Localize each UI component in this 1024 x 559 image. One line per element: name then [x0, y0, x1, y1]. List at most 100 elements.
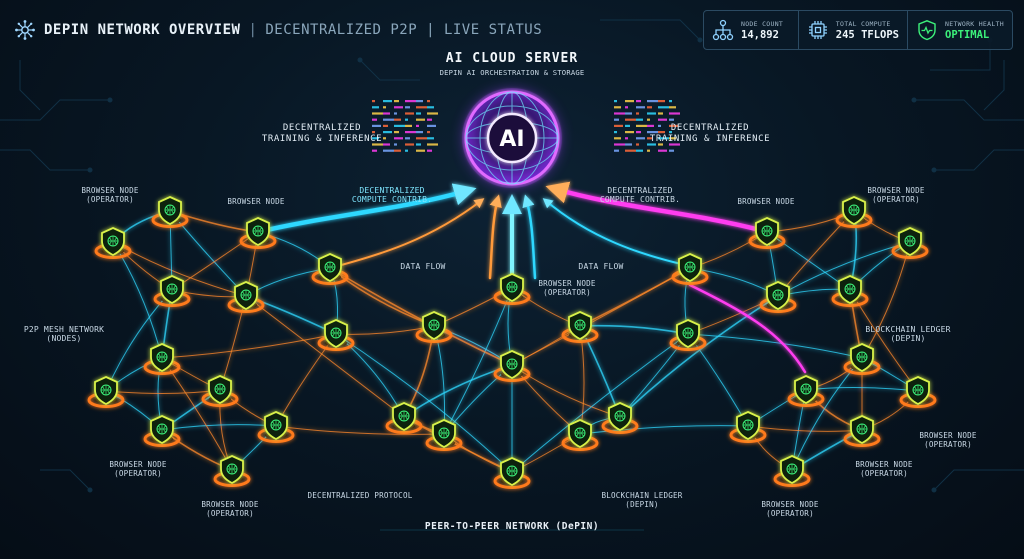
node-icon	[831, 275, 869, 307]
server-subtitle: DEPIN AI ORCHESTRATION & STORAGE	[439, 68, 585, 77]
node-icon	[385, 402, 423, 434]
data-packet	[647, 131, 658, 134]
page-header: DEPIN NETWORK OVERVIEW | DECENTRALIZED P…	[14, 19, 542, 41]
data-packet	[658, 131, 665, 134]
data-packet	[625, 143, 632, 146]
data-packet	[416, 137, 427, 140]
mesh-link	[161, 424, 277, 431]
network-hub-icon	[15, 20, 35, 40]
data-packet	[427, 131, 430, 134]
data-packet	[658, 106, 669, 109]
node-icon	[425, 419, 463, 451]
diagram-footer: PEER-TO-PEER NETWORK (DePIN)	[424, 521, 600, 532]
data-packet	[669, 143, 680, 146]
node-layer	[87, 196, 937, 489]
node-icon	[94, 227, 132, 259]
server-title: AI CLOUD SERVER	[445, 51, 579, 66]
data-packet	[394, 100, 399, 103]
node-icon	[87, 376, 125, 408]
node-icon	[835, 196, 873, 228]
data-streams	[372, 100, 680, 152]
node-icon	[151, 196, 189, 228]
node-icon	[669, 319, 707, 351]
node-icon	[227, 281, 265, 313]
data-packet	[405, 143, 414, 146]
data-packet	[636, 149, 643, 152]
data-flow-right	[542, 198, 691, 267]
data-packet	[427, 112, 438, 115]
node-icon	[239, 217, 277, 249]
data-packet	[658, 118, 667, 121]
data-packet	[427, 100, 430, 103]
mesh-link	[169, 210, 259, 233]
trunk-left-cyan	[255, 183, 477, 235]
data-packet	[372, 131, 375, 134]
node-icon	[143, 343, 181, 375]
data-packet	[427, 118, 432, 121]
stats-panel: NODE COUNT 14,892 TOTAL COMPUTE 245 TFLO…	[703, 10, 1013, 50]
data-packet	[625, 100, 634, 103]
data-packet	[372, 106, 379, 109]
data-packet	[614, 118, 619, 121]
node-icon	[899, 376, 937, 408]
data-packet	[636, 100, 641, 103]
node-icon	[311, 253, 349, 285]
page-subtitle: DECENTRALIZED P2P | LIVE STATUS	[265, 22, 543, 38]
data-packet	[669, 106, 676, 109]
node-icon	[493, 273, 531, 305]
node-tree-icon	[712, 19, 734, 41]
data-packet	[636, 137, 645, 140]
data-packet	[625, 137, 628, 140]
data-packet	[427, 106, 434, 109]
circuit-decoration	[0, 19, 1024, 493]
stat-value: 14,892	[741, 28, 779, 41]
data-packet	[394, 149, 401, 152]
title-separator: |	[248, 22, 258, 38]
data-packet	[614, 100, 617, 103]
data-packet	[372, 112, 383, 115]
data-packet	[636, 118, 643, 121]
data-packet	[405, 100, 416, 103]
data-packet	[625, 131, 634, 134]
data-packet	[383, 131, 392, 134]
mesh-link	[329, 267, 513, 366]
data-packet	[658, 100, 665, 103]
data-packet	[372, 143, 383, 146]
mesh-link	[275, 425, 445, 435]
data-packet	[625, 149, 636, 152]
mesh-link	[335, 333, 405, 418]
data-packet	[647, 143, 656, 146]
node-icon	[317, 319, 355, 351]
data-packet	[372, 118, 377, 121]
trunk-right-orange	[522, 194, 537, 280]
data-packet	[372, 124, 381, 127]
node-icon	[493, 457, 531, 489]
ai-server-orb: AI	[462, 88, 562, 188]
browser-node-label: BROWSER NODE	[227, 197, 285, 206]
data-flow-label-left: DATA FLOW	[400, 262, 446, 271]
browser-node-label: BROWSER NODE(OPERATOR)	[761, 500, 819, 518]
data-packet	[669, 112, 680, 115]
data-packet	[669, 137, 676, 140]
node-icon	[843, 343, 881, 375]
protocol-label: DECENTRALIZED PROTOCOL	[307, 491, 413, 500]
trunk-right-magenta	[545, 181, 763, 233]
data-packet	[669, 124, 678, 127]
node-icon	[729, 411, 767, 443]
data-packet	[647, 137, 652, 140]
data-packet	[647, 100, 658, 103]
server-trunks	[255, 181, 807, 374]
data-packet	[427, 149, 432, 152]
node-icon	[415, 311, 453, 343]
node-icon	[561, 419, 599, 451]
stat-label: TOTAL COMPUTE	[835, 19, 891, 28]
blockchain-ledger-label-right: BLOCKCHAIN LEDGER(DEPIN)	[865, 325, 951, 343]
data-packet	[383, 149, 394, 152]
mesh-link	[619, 295, 779, 418]
node-icon	[891, 227, 929, 259]
data-packet	[383, 100, 392, 103]
node-icon	[843, 415, 881, 447]
data-packet	[405, 131, 416, 134]
